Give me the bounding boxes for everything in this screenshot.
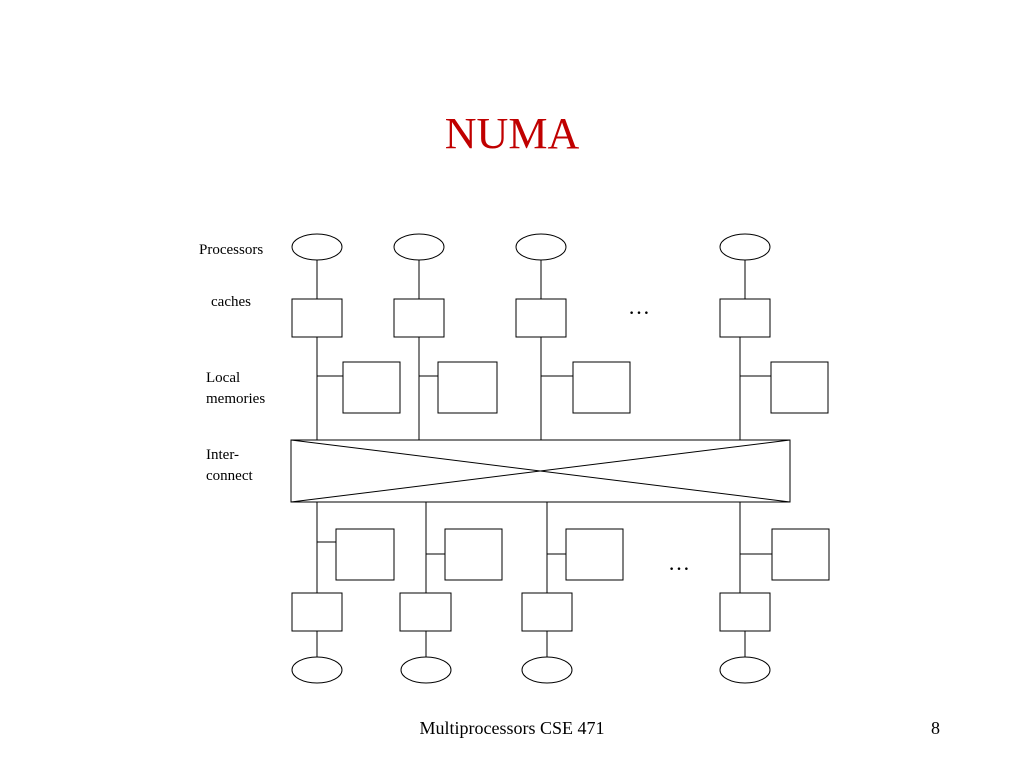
label-local-memories-2: memories bbox=[206, 391, 266, 407]
label-interconnect-1: Inter- bbox=[206, 447, 240, 463]
cache-bottom-3 bbox=[521, 592, 573, 632]
ellipsis-top: … bbox=[628, 294, 652, 319]
processor-top-2 bbox=[393, 233, 445, 261]
cache-top-4 bbox=[719, 298, 771, 338]
footer-text: Multiprocessors CSE 471 bbox=[419, 718, 605, 738]
local-memory-top-3 bbox=[572, 361, 631, 414]
local-memory-bottom-3 bbox=[565, 528, 624, 581]
local-memory-bottom-4 bbox=[771, 528, 830, 581]
label-interconnect-2: connect bbox=[206, 468, 253, 484]
cache-bottom-2 bbox=[399, 592, 452, 632]
bottom-node-4 bbox=[719, 502, 830, 684]
local-memory-top-2 bbox=[437, 361, 498, 414]
top-node-4 bbox=[719, 233, 829, 440]
page-number: 8 bbox=[931, 718, 940, 738]
processor-bottom-1 bbox=[291, 656, 343, 684]
top-node-2 bbox=[393, 233, 498, 440]
label-processors: Processors bbox=[199, 242, 264, 258]
top-node-1 bbox=[291, 233, 401, 440]
interconnect bbox=[290, 439, 791, 503]
local-memory-bottom-1 bbox=[335, 528, 395, 581]
cache-top-2 bbox=[393, 298, 445, 338]
slide-title: NUMA bbox=[444, 109, 580, 158]
cache-top-3 bbox=[515, 298, 567, 338]
processor-bottom-3 bbox=[521, 656, 573, 684]
bottom-node-1 bbox=[291, 502, 395, 684]
processor-top-1 bbox=[291, 233, 343, 261]
processor-top-3 bbox=[515, 233, 567, 261]
label-caches: caches bbox=[211, 294, 251, 310]
label-local-memories-1: Local bbox=[206, 370, 241, 386]
processor-top-4 bbox=[719, 233, 771, 261]
cache-bottom-1 bbox=[291, 592, 343, 632]
cache-bottom-4 bbox=[719, 592, 771, 632]
ellipsis-bottom: … bbox=[668, 550, 692, 575]
processor-bottom-4 bbox=[719, 656, 771, 684]
local-memory-bottom-2 bbox=[444, 528, 503, 581]
top-node-3 bbox=[515, 233, 631, 440]
bottom-node-3 bbox=[521, 502, 624, 684]
cache-top-1 bbox=[291, 298, 343, 338]
bottom-node-2 bbox=[399, 502, 503, 684]
local-memory-top-4 bbox=[770, 361, 829, 414]
local-memory-top-1 bbox=[342, 361, 401, 414]
processor-bottom-2 bbox=[400, 656, 452, 684]
